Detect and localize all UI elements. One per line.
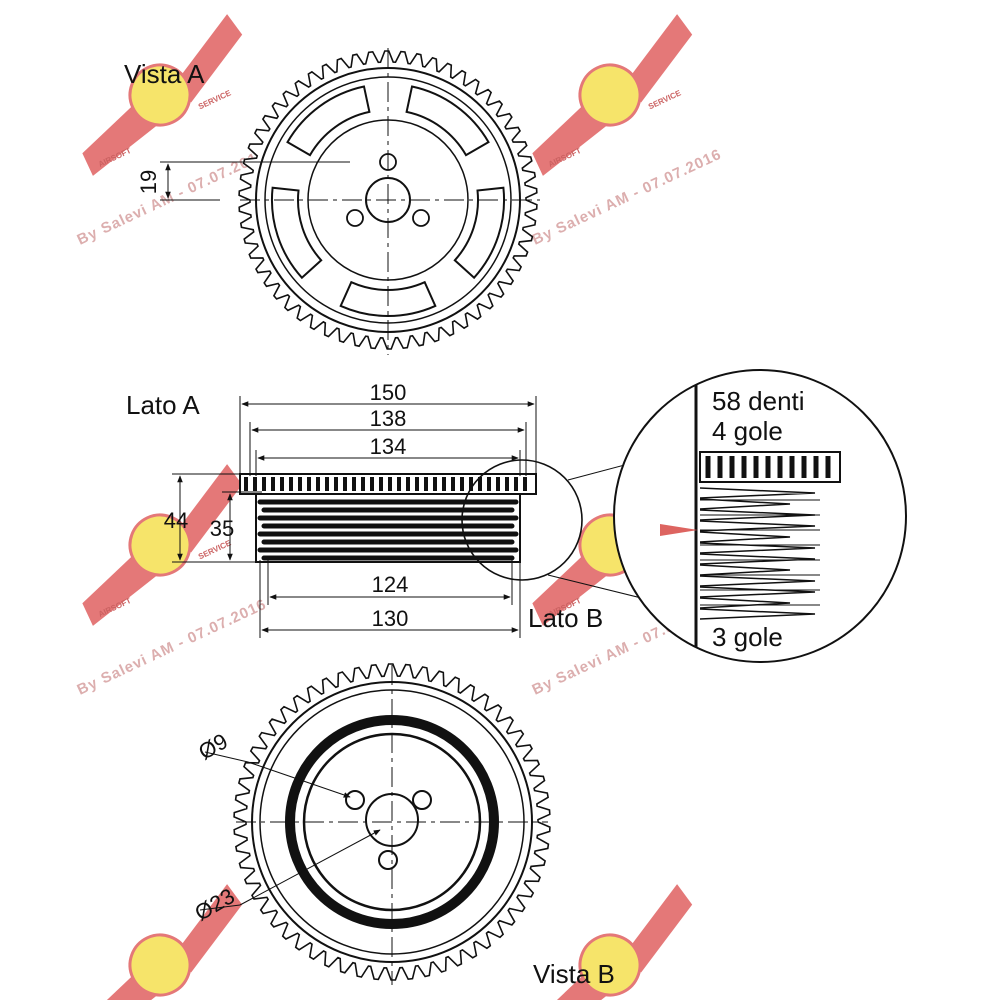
dim-124: 124 [372,572,409,597]
detail-grooves-top-label: 4 gole [712,416,783,446]
groove-rib [257,531,519,537]
lato-b-label: Lato B [528,603,603,633]
dim-134: 134 [370,434,407,459]
lato-a-label: Lato A [126,390,200,420]
watermark-logo [82,884,243,1005]
side-view [172,396,701,638]
vista-b-label: Vista B [533,959,615,989]
bolt-hole [346,209,364,227]
detail-teeth-label: 58 denti [712,386,805,416]
groove-rib [257,515,519,521]
side-groove-body [255,493,521,563]
vista-b-view [199,663,551,985]
groove-rib [257,547,519,553]
vista-a-view [160,48,540,355]
dim-44: 44 [164,508,188,533]
groove-rib [261,539,515,545]
dim-150: 150 [370,380,407,405]
bolt-hole-b [378,850,398,870]
bolt-hole-b [412,790,432,810]
dim-138: 138 [370,406,407,431]
groove-rib [261,555,515,561]
detail-grooves-bottom-label: 3 gole [712,622,783,652]
logo-right-text: SERVICE [197,538,233,561]
watermark-logo: AIRSOFT SERVICE [82,14,243,176]
logo-right-text: SERVICE [647,88,683,111]
logo-right-text: SERVICE [197,88,233,111]
side-teeth-band [244,477,527,491]
watermark-logo: AIRSOFT SERVICE [82,464,243,626]
groove-rib [257,499,519,505]
vista-a-slots [271,85,505,317]
dim-130: 130 [372,606,409,631]
bolt-hole [412,209,430,227]
bolt-hole-b [345,790,365,810]
vista-a-label: Vista A [124,59,205,89]
dim-35: 35 [210,516,234,541]
dim-19: 19 [136,170,161,194]
groove-rib [261,523,515,529]
watermark-logo: AIRSOFT SERVICE [532,14,693,176]
watermark-logo [532,884,693,1005]
detail-zoom-view [613,369,907,663]
dim-hole-diameter: Ø9 [194,728,232,764]
groove-rib [261,507,515,513]
